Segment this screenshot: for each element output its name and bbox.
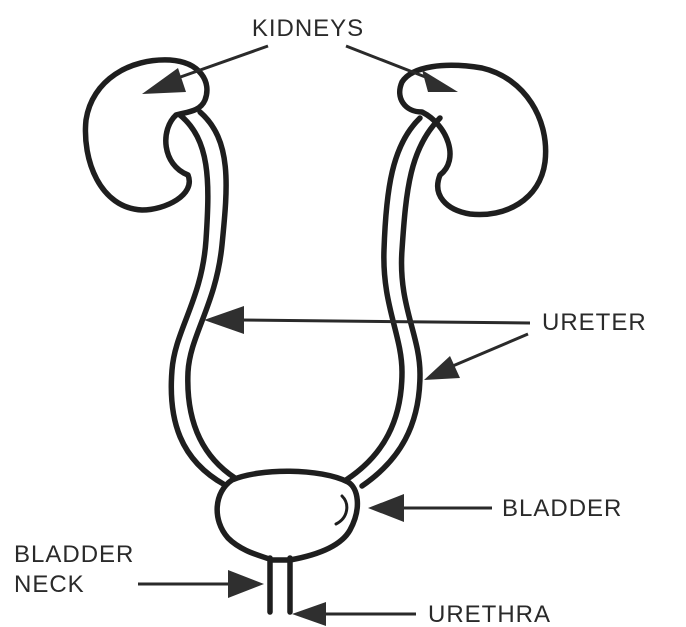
ureter-left-leader <box>240 320 530 323</box>
ureter-right-arrowhead <box>424 356 460 380</box>
urethra-label: URETHRA <box>428 601 551 627</box>
bladder-label: BLADDER <box>502 495 622 522</box>
bladder-neck-label-line2: NECK <box>14 571 85 598</box>
urethra-tube <box>270 558 290 612</box>
bladder-neck-arrowhead <box>228 570 264 598</box>
left-kidney <box>85 60 206 210</box>
kidneys-label: KIDNEYS <box>252 15 364 42</box>
urethra-arrowhead <box>292 602 326 626</box>
kidneys-right-leader <box>346 46 428 78</box>
kidneys-right-arrowhead <box>422 70 458 92</box>
ureter-right-leader <box>448 334 528 368</box>
bladder-shape <box>217 471 357 560</box>
kidneys-left-arrowhead <box>142 68 186 94</box>
ureter-left-arrowhead <box>204 306 244 334</box>
left-ureter <box>171 112 235 485</box>
right-ureter <box>346 118 440 486</box>
bladder-neck-label-line1: BLADDER <box>14 541 134 568</box>
bladder-arrowhead <box>368 494 404 522</box>
ureter-label: URETER <box>542 309 647 336</box>
